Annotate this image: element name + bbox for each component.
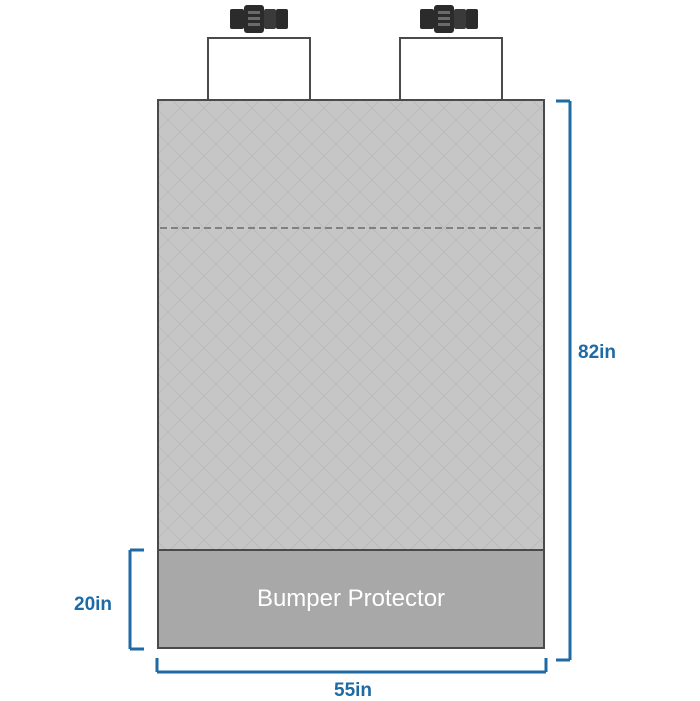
bumper-protector-label: Bumper Protector — [256, 585, 446, 612]
right-headrest-strap — [399, 37, 503, 101]
bumper-height-dimension-line — [128, 548, 144, 651]
mat-outline — [157, 99, 545, 649]
bumper-height-label: 20in — [74, 594, 113, 615]
width-dimension-line — [155, 658, 548, 674]
bumper-protector-panel — [158, 550, 544, 648]
height-label: 82in — [578, 342, 617, 363]
buckle-icon — [230, 5, 288, 33]
left-headrest-strap — [207, 37, 311, 101]
mat-quilt-texture — [158, 100, 544, 550]
buckle-icon — [420, 5, 478, 33]
height-dimension-line — [556, 99, 572, 662]
width-label: 55in — [334, 680, 373, 701]
